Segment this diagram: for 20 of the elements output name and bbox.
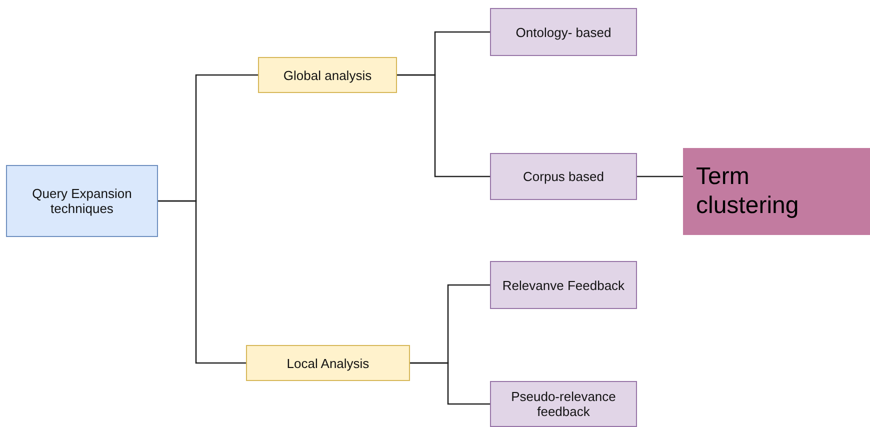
highlight-box — [683, 148, 870, 235]
method-box — [490, 261, 637, 309]
connector-line — [410, 362, 490, 405]
node-label: Relevanve Feedback — [502, 278, 625, 292]
method-box — [490, 381, 637, 427]
node-label: Global analysis — [283, 68, 372, 82]
method-box — [490, 153, 637, 200]
category-box — [258, 57, 397, 93]
node-label: Term clustering — [696, 162, 800, 220]
connector-line — [158, 200, 246, 364]
category-box — [6, 165, 158, 237]
category-box — [246, 345, 410, 381]
method-box — [490, 8, 637, 56]
node-label: Local Analysis — [286, 356, 370, 370]
node-label: Query Expansion techniques — [31, 186, 133, 216]
node-label: Corpus based — [523, 169, 604, 184]
node-label: Pseudo-relevance feedback — [510, 389, 617, 419]
connector-line — [397, 74, 490, 178]
node-label: Ontology- based — [516, 24, 612, 40]
connector-line — [637, 176, 683, 178]
